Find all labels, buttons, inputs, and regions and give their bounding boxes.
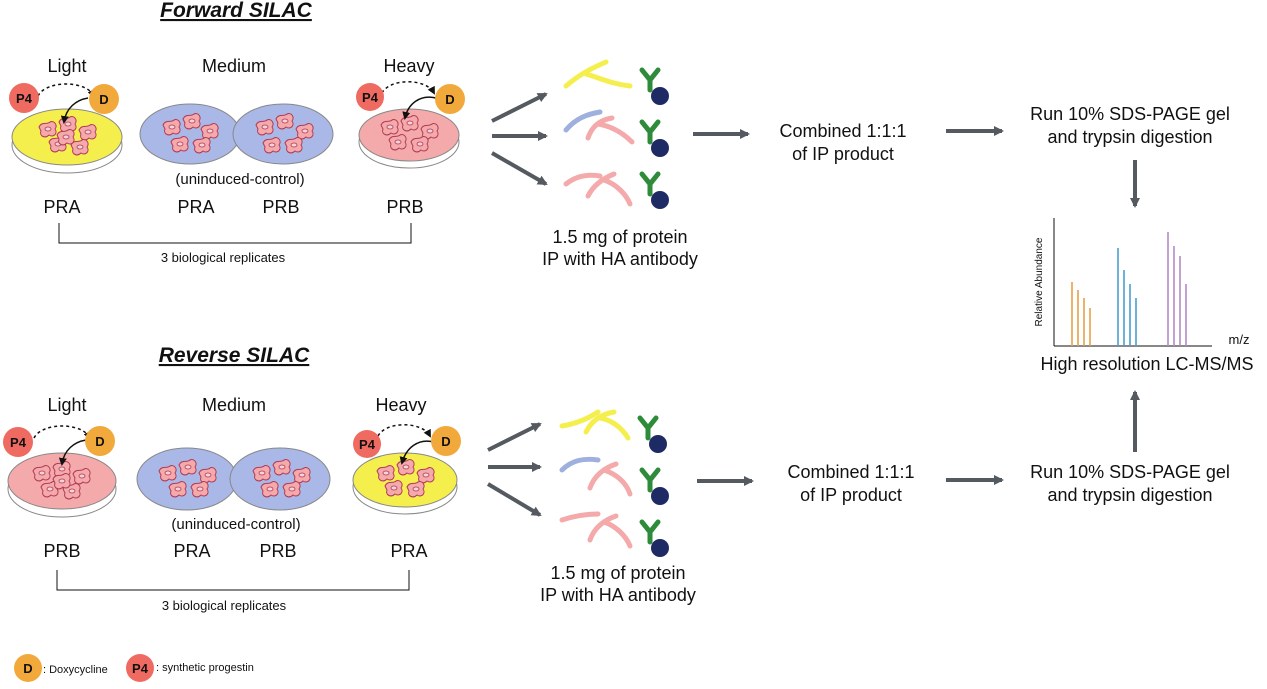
antibody-icon bbox=[640, 418, 667, 453]
reverse-light-label: Light bbox=[47, 395, 86, 415]
forward-section: Forward SILAC Light Medium Heavy bbox=[9, 0, 1230, 269]
forward-heavy-label: Heavy bbox=[383, 56, 434, 76]
reverse-ip-line1: 1.5 mg of protein bbox=[550, 563, 685, 583]
reverse-heavy-badges: P4 D bbox=[353, 424, 461, 465]
reverse-section: Reverse SILAC Light Medium Heavy bbox=[3, 344, 1230, 613]
p4-badge-text: P4 bbox=[10, 435, 27, 450]
d-badge-text: D bbox=[445, 92, 454, 107]
forward-light-badges: P4 D bbox=[9, 83, 119, 124]
forward-arrow-up bbox=[491, 92, 548, 123]
forward-combined-line1: Combined 1:1:1 bbox=[779, 121, 906, 141]
reverse-control-note: (uninduced-control) bbox=[171, 516, 300, 533]
forward-iso-medium-right: PRB bbox=[262, 197, 299, 217]
p4-badge-icon bbox=[3, 427, 33, 457]
forward-ip-row-1 bbox=[563, 59, 669, 105]
spectrum-peaks bbox=[1071, 232, 1187, 346]
reverse-title: Reverse SILAC bbox=[159, 344, 310, 367]
forward-medium-label: Medium bbox=[202, 56, 266, 76]
forward-iso-medium-left: PRA bbox=[177, 197, 214, 217]
reverse-combined-line2: of IP product bbox=[800, 485, 902, 505]
antibody-icon bbox=[642, 70, 669, 105]
forward-ip-line2: IP with HA antibody bbox=[542, 249, 698, 269]
forward-gel-line2: and trypsin digestion bbox=[1047, 127, 1212, 147]
reverse-gel-line1: Run 10% SDS-PAGE gel bbox=[1030, 462, 1230, 482]
d-badge-icon bbox=[435, 84, 465, 114]
forward-gel-line1: Run 10% SDS-PAGE gel bbox=[1030, 104, 1230, 124]
reverse-medium-label: Medium bbox=[202, 395, 266, 415]
reverse-iso-heavy: PRA bbox=[390, 541, 427, 561]
reverse-heavy-dish bbox=[352, 452, 458, 515]
antibody-icon bbox=[642, 470, 669, 505]
forward-ip-row-2 bbox=[563, 109, 669, 157]
antibody-icon bbox=[642, 174, 669, 209]
ms-spectrum: Relative Abundance m/z High resolution L… bbox=[1034, 218, 1254, 374]
reverse-medium-dish-right bbox=[229, 447, 331, 511]
forward-ip-line1: 1.5 mg of protein bbox=[552, 227, 687, 247]
reverse-arrow-down bbox=[486, 482, 542, 517]
p4-legend-badge-text: P4 bbox=[132, 661, 149, 676]
d-badge-text: D bbox=[99, 92, 108, 107]
reverse-gel-line2: and trypsin digestion bbox=[1047, 485, 1212, 505]
p4-legend-text: : synthetic progestin bbox=[156, 662, 254, 674]
antibody-icon bbox=[642, 122, 669, 157]
p4-badge-text: P4 bbox=[362, 90, 379, 105]
forward-replicate-bracket bbox=[58, 223, 412, 244]
forward-heavy-dish bbox=[358, 108, 460, 169]
spectrum-xlabel: m/z bbox=[1229, 332, 1250, 347]
reverse-ip-row-2 bbox=[559, 456, 669, 505]
d-legend-icon bbox=[14, 654, 42, 682]
forward-iso-light: PRA bbox=[43, 197, 80, 217]
forward-ip-row-3 bbox=[563, 171, 669, 209]
forward-title: Forward SILAC bbox=[160, 0, 313, 22]
forward-medium-dish-left bbox=[139, 103, 241, 165]
reverse-replicates-label: 3 biological replicates bbox=[162, 598, 287, 613]
reverse-arrow-up bbox=[487, 422, 542, 452]
d-legend-text: : Doxycycline bbox=[43, 664, 108, 676]
forward-medium-dish-right bbox=[232, 103, 334, 165]
p4-badge-icon bbox=[353, 430, 381, 458]
reverse-ip-row-3 bbox=[559, 511, 669, 557]
reverse-medium-dish-left bbox=[136, 447, 238, 511]
reverse-iso-medium-left: PRA bbox=[173, 541, 210, 561]
legend: D : Doxycycline P4 : synthetic progestin bbox=[14, 654, 254, 682]
d-badge-icon bbox=[85, 426, 115, 456]
spectrum-caption: High resolution LC-MS/MS bbox=[1040, 354, 1253, 374]
forward-arrow-down bbox=[491, 151, 548, 186]
reverse-heavy-label: Heavy bbox=[375, 395, 426, 415]
reverse-combined-line1: Combined 1:1:1 bbox=[787, 462, 914, 482]
d-badge-icon bbox=[431, 426, 461, 456]
d-badge-text: D bbox=[441, 434, 450, 449]
p4-legend-icon bbox=[126, 654, 154, 682]
spectrum-ylabel: Relative Abundance bbox=[1034, 237, 1045, 326]
forward-combined-line2: of IP product bbox=[792, 144, 894, 164]
d-badge-icon bbox=[89, 84, 119, 114]
forward-replicates-label: 3 biological replicates bbox=[161, 250, 286, 265]
p4-badge-icon bbox=[356, 83, 384, 111]
reverse-ip-row-1 bbox=[559, 409, 667, 453]
p4-badge-text: P4 bbox=[16, 91, 33, 106]
reverse-replicate-bracket bbox=[56, 570, 410, 591]
antibody-icon bbox=[642, 522, 669, 557]
d-badge-text: D bbox=[95, 434, 104, 449]
forward-heavy-badges: P4 D bbox=[356, 81, 465, 120]
reverse-iso-medium-right: PRB bbox=[259, 541, 296, 561]
p4-badge-text: P4 bbox=[359, 437, 376, 452]
d-legend-badge-text: D bbox=[23, 661, 32, 676]
reverse-iso-light: PRB bbox=[43, 541, 80, 561]
p4-badge-icon bbox=[9, 83, 39, 113]
reverse-ip-line2: IP with HA antibody bbox=[540, 585, 696, 605]
forward-control-note: (uninduced-control) bbox=[175, 171, 304, 188]
forward-iso-heavy: PRB bbox=[386, 197, 423, 217]
forward-light-label: Light bbox=[47, 56, 86, 76]
forward-light-dish bbox=[11, 108, 123, 174]
reverse-light-badges: P4 D bbox=[3, 425, 115, 466]
